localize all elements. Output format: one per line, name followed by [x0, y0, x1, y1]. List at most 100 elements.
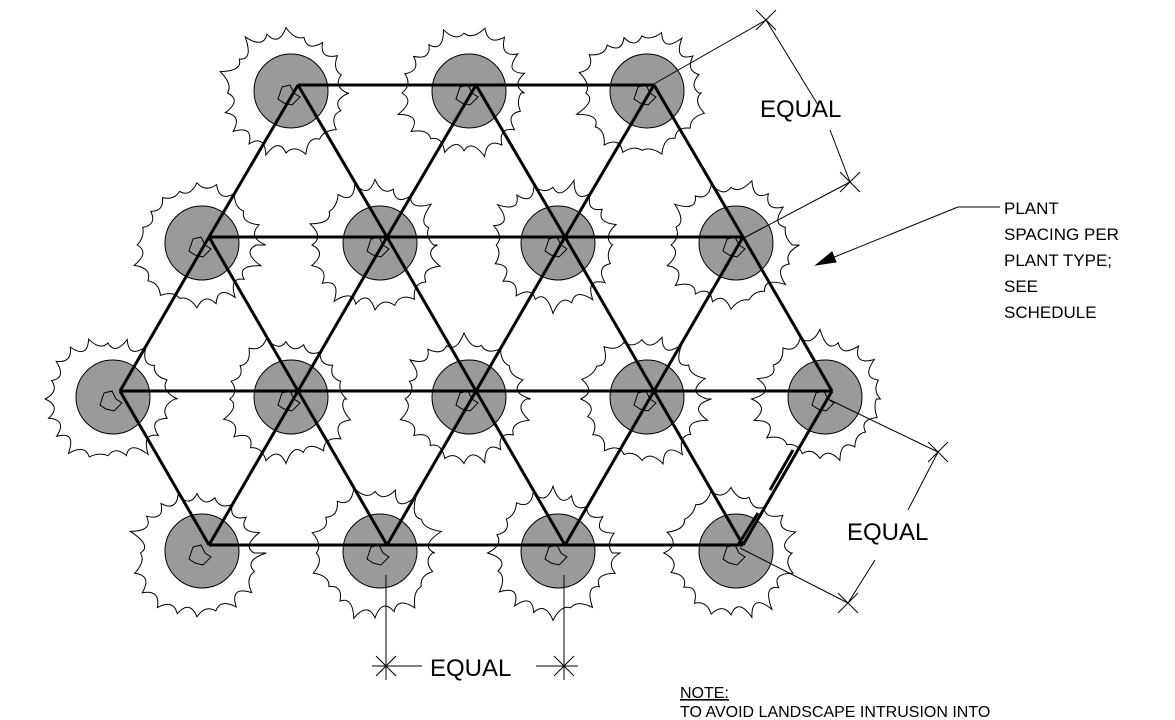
grid-diagonal-line: [652, 236, 745, 392]
plant-core-circle: [342, 513, 418, 589]
dimension-line: [829, 129, 851, 183]
dimension-lines: [372, 9, 1000, 680]
plant-center-mark: [277, 390, 301, 412]
dimension-tick: [927, 441, 949, 463]
dimension-line: [907, 451, 939, 511]
dimension-extension-line: [739, 181, 851, 241]
dimension-tick: [553, 655, 575, 677]
plant-foliage-outline: [128, 492, 267, 618]
plant-center-mark: [455, 390, 479, 412]
plant-center-mark: [277, 84, 301, 106]
plant-core-circle: [609, 53, 685, 129]
grid-diagonal-line: [296, 84, 389, 238]
plant-center-mark: [366, 544, 390, 566]
plant-core-circle: [431, 53, 507, 129]
plant-foliage-outline: [662, 486, 798, 619]
plant-foliage-outline: [222, 337, 352, 465]
plant-center-mark: [188, 544, 212, 566]
grid-diagonal-line: [563, 390, 656, 546]
plant-core-circle: [164, 513, 240, 589]
plant-foliage-outline: [666, 179, 800, 311]
grid-diagonal-line: [741, 236, 834, 392]
grid-diagonal-line: [474, 390, 567, 546]
dimension-tick: [839, 171, 861, 193]
plant-center-mark: [544, 544, 568, 566]
spacing-indicator-segment: [768, 449, 795, 491]
plant-foliage-group: [44, 26, 882, 622]
dimension-tick: [375, 655, 397, 677]
grid-diagonal-line: [563, 84, 656, 238]
plant-foliage-outline: [492, 178, 618, 316]
plant-center-mark: [455, 84, 479, 106]
plant-foliage-outline: [750, 328, 882, 462]
plant-core-circle: [253, 53, 329, 129]
plant-core-circle: [787, 359, 863, 435]
equal-label-top-right: EQUAL: [760, 96, 841, 123]
plant-core-circle: [520, 205, 596, 281]
grid-diagonal-line: [741, 390, 834, 546]
plant-core-circle: [253, 359, 329, 435]
triangular-grid: [118, 83, 834, 547]
dimension-extension-line: [651, 19, 767, 86]
callout-line-3: PLANT TYPE;: [1004, 251, 1112, 270]
plant-core-circle: [520, 513, 596, 589]
plant-center-marks: [99, 84, 835, 566]
callout-line-1: PLANT: [1004, 199, 1059, 218]
grid-diagonal-line: [385, 390, 478, 546]
grid-diagonal-line: [474, 236, 567, 392]
plant-core-circle: [342, 205, 418, 281]
note-heading: NOTE:: [680, 685, 729, 702]
plant-foliage-outline: [311, 486, 443, 620]
callout-line-2: SPACING PER: [1004, 225, 1119, 244]
plant-center-mark: [633, 84, 657, 106]
grid-diagonal-line: [652, 390, 745, 546]
plant-foliage-outline: [44, 338, 178, 458]
plant-foliage-outline: [575, 31, 706, 155]
plant-center-mark: [722, 544, 746, 566]
grid-diagonal-line: [207, 84, 300, 238]
callout-arrowhead: [814, 251, 837, 266]
grid-diagonal-line: [118, 390, 211, 546]
plant-center-mark: [99, 390, 123, 412]
callout-line-4: SEE: [1004, 277, 1038, 296]
plant-core-circle: [698, 205, 774, 281]
plant-center-mark: [722, 236, 746, 258]
grid-diagonal-line: [563, 236, 656, 392]
plant-center-mark: [544, 236, 568, 258]
plant-core-circle: [698, 513, 774, 589]
grid-diagonal-line: [207, 236, 300, 392]
callout-line-5: SCHEDULE: [1004, 303, 1097, 322]
plant-center-mark: [633, 390, 657, 412]
grid-diagonal-line: [296, 236, 389, 392]
plant-core-group: [75, 53, 863, 589]
plant-core-circle: [609, 359, 685, 435]
plant-foliage-outline: [486, 484, 622, 622]
grid-diagonal-line: [474, 84, 567, 238]
grid-diagonal-line: [652, 84, 745, 238]
grid-diagonal-line: [207, 390, 300, 546]
plant-foliage-outline: [219, 26, 350, 157]
plant-center-mark: [188, 236, 212, 258]
dimension-tick: [837, 592, 859, 614]
grid-diagonal-line: [385, 84, 478, 238]
plant-foliage-outline: [133, 181, 266, 309]
plant-foliage-outline: [308, 178, 442, 312]
plant-core-circle: [431, 359, 507, 435]
equal-label-right: EQUAL: [847, 519, 928, 546]
plant-foliage-outline: [396, 27, 526, 158]
dimension-line: [847, 559, 876, 604]
callout-leader-line: [821, 206, 959, 263]
grid-diagonal-line: [118, 236, 211, 392]
dimension-extension-line: [829, 399, 939, 453]
plant-core-circle: [164, 205, 240, 281]
spacing-indicator-segment: [736, 512, 760, 546]
plant-foliage-outline: [399, 331, 531, 465]
dimension-extension-line: [739, 547, 849, 604]
equal-label-bottom: EQUAL: [430, 655, 511, 682]
plant-foliage-outline: [579, 335, 712, 465]
grid-diagonal-line: [385, 236, 478, 392]
grid-diagonal-line: [296, 390, 389, 546]
plant-core-circle: [75, 359, 151, 435]
dimension-line: [765, 19, 819, 106]
